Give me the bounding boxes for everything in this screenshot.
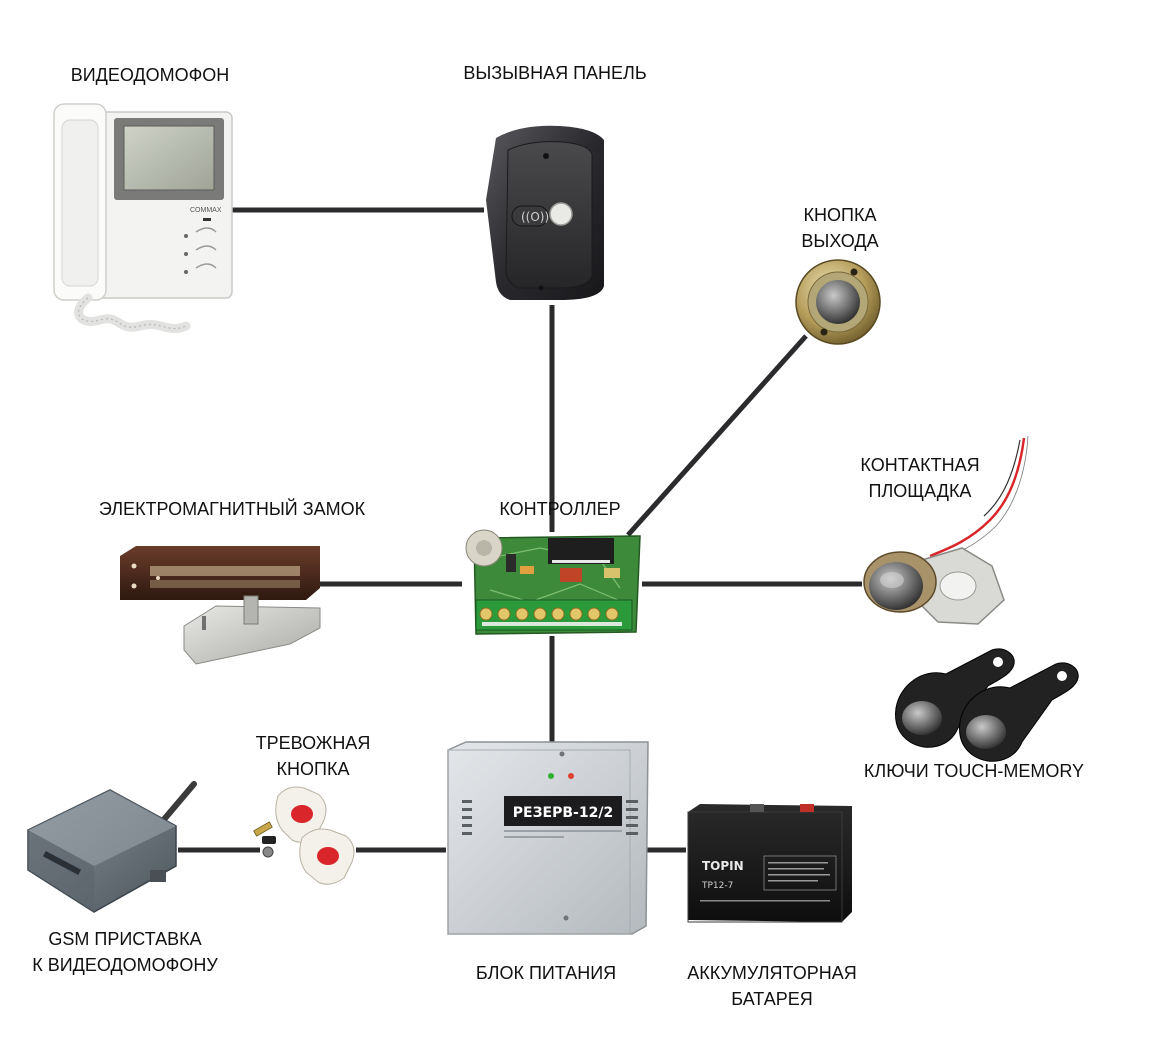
svg-text:((Ο)): ((Ο)) [521, 210, 549, 224]
battery-brand-label: TOPIN [702, 859, 744, 873]
controller-device [465, 529, 641, 635]
touch-memory-keys-device [895, 648, 1079, 762]
power-supply-device: РЕЗЕРВ-12/2 [447, 741, 649, 935]
connection-lines [178, 207, 862, 853]
controller-label: КОНТРОЛЛЕР [499, 499, 621, 519]
call-panel-label: ВЫЗЫВНАЯ ПАНЕЛЬ [463, 63, 647, 83]
alarm-button-device [253, 786, 355, 885]
contact-pad-device [863, 435, 1030, 625]
key-right [959, 662, 1079, 762]
battery-device: TOPIN TP12-7 [687, 804, 852, 923]
electromagnetic-lock-label: ЭЛЕКТРОМАГНИТНЫЙ ЗАМОК [98, 499, 366, 519]
alarm-button-label: ТРЕВОЖНАЯ КНОПКА [255, 733, 371, 779]
exit-button-label: КНОПКА ВЫХОДА [801, 205, 879, 251]
exit-button-device [795, 259, 881, 345]
gsm-module-label: GSM ПРИСТАВКА К ВИДЕОДОМОФОНУ [32, 929, 218, 975]
videophone-device: COMMAX [53, 103, 233, 334]
commax-logo: COMMAX [190, 207, 222, 214]
power-supply-label: БЛОК ПИТАНИЯ [475, 963, 617, 983]
battery-model-label: TP12-7 [701, 881, 733, 891]
electromagnetic-lock-device [120, 546, 321, 665]
videophone-label: ВИДЕОДОМОФОН [70, 65, 230, 85]
gsm-module-device [27, 781, 197, 913]
psu-brand-label: РЕЗЕРВ-12/2 [513, 805, 613, 821]
call-panel-device: ((Ο)) [486, 125, 604, 300]
line-exitbutton-controller [626, 334, 808, 537]
contact-pad-label: КОНТАКТНАЯ ПЛОЩАДКА [860, 455, 980, 501]
battery-label: АККУМУЛЯТОРНАЯ БАТАРЕЯ [687, 963, 857, 1009]
key-left [895, 648, 1015, 748]
touch-memory-keys-label: КЛЮЧИ TOUCH-MEMORY [863, 761, 1085, 781]
